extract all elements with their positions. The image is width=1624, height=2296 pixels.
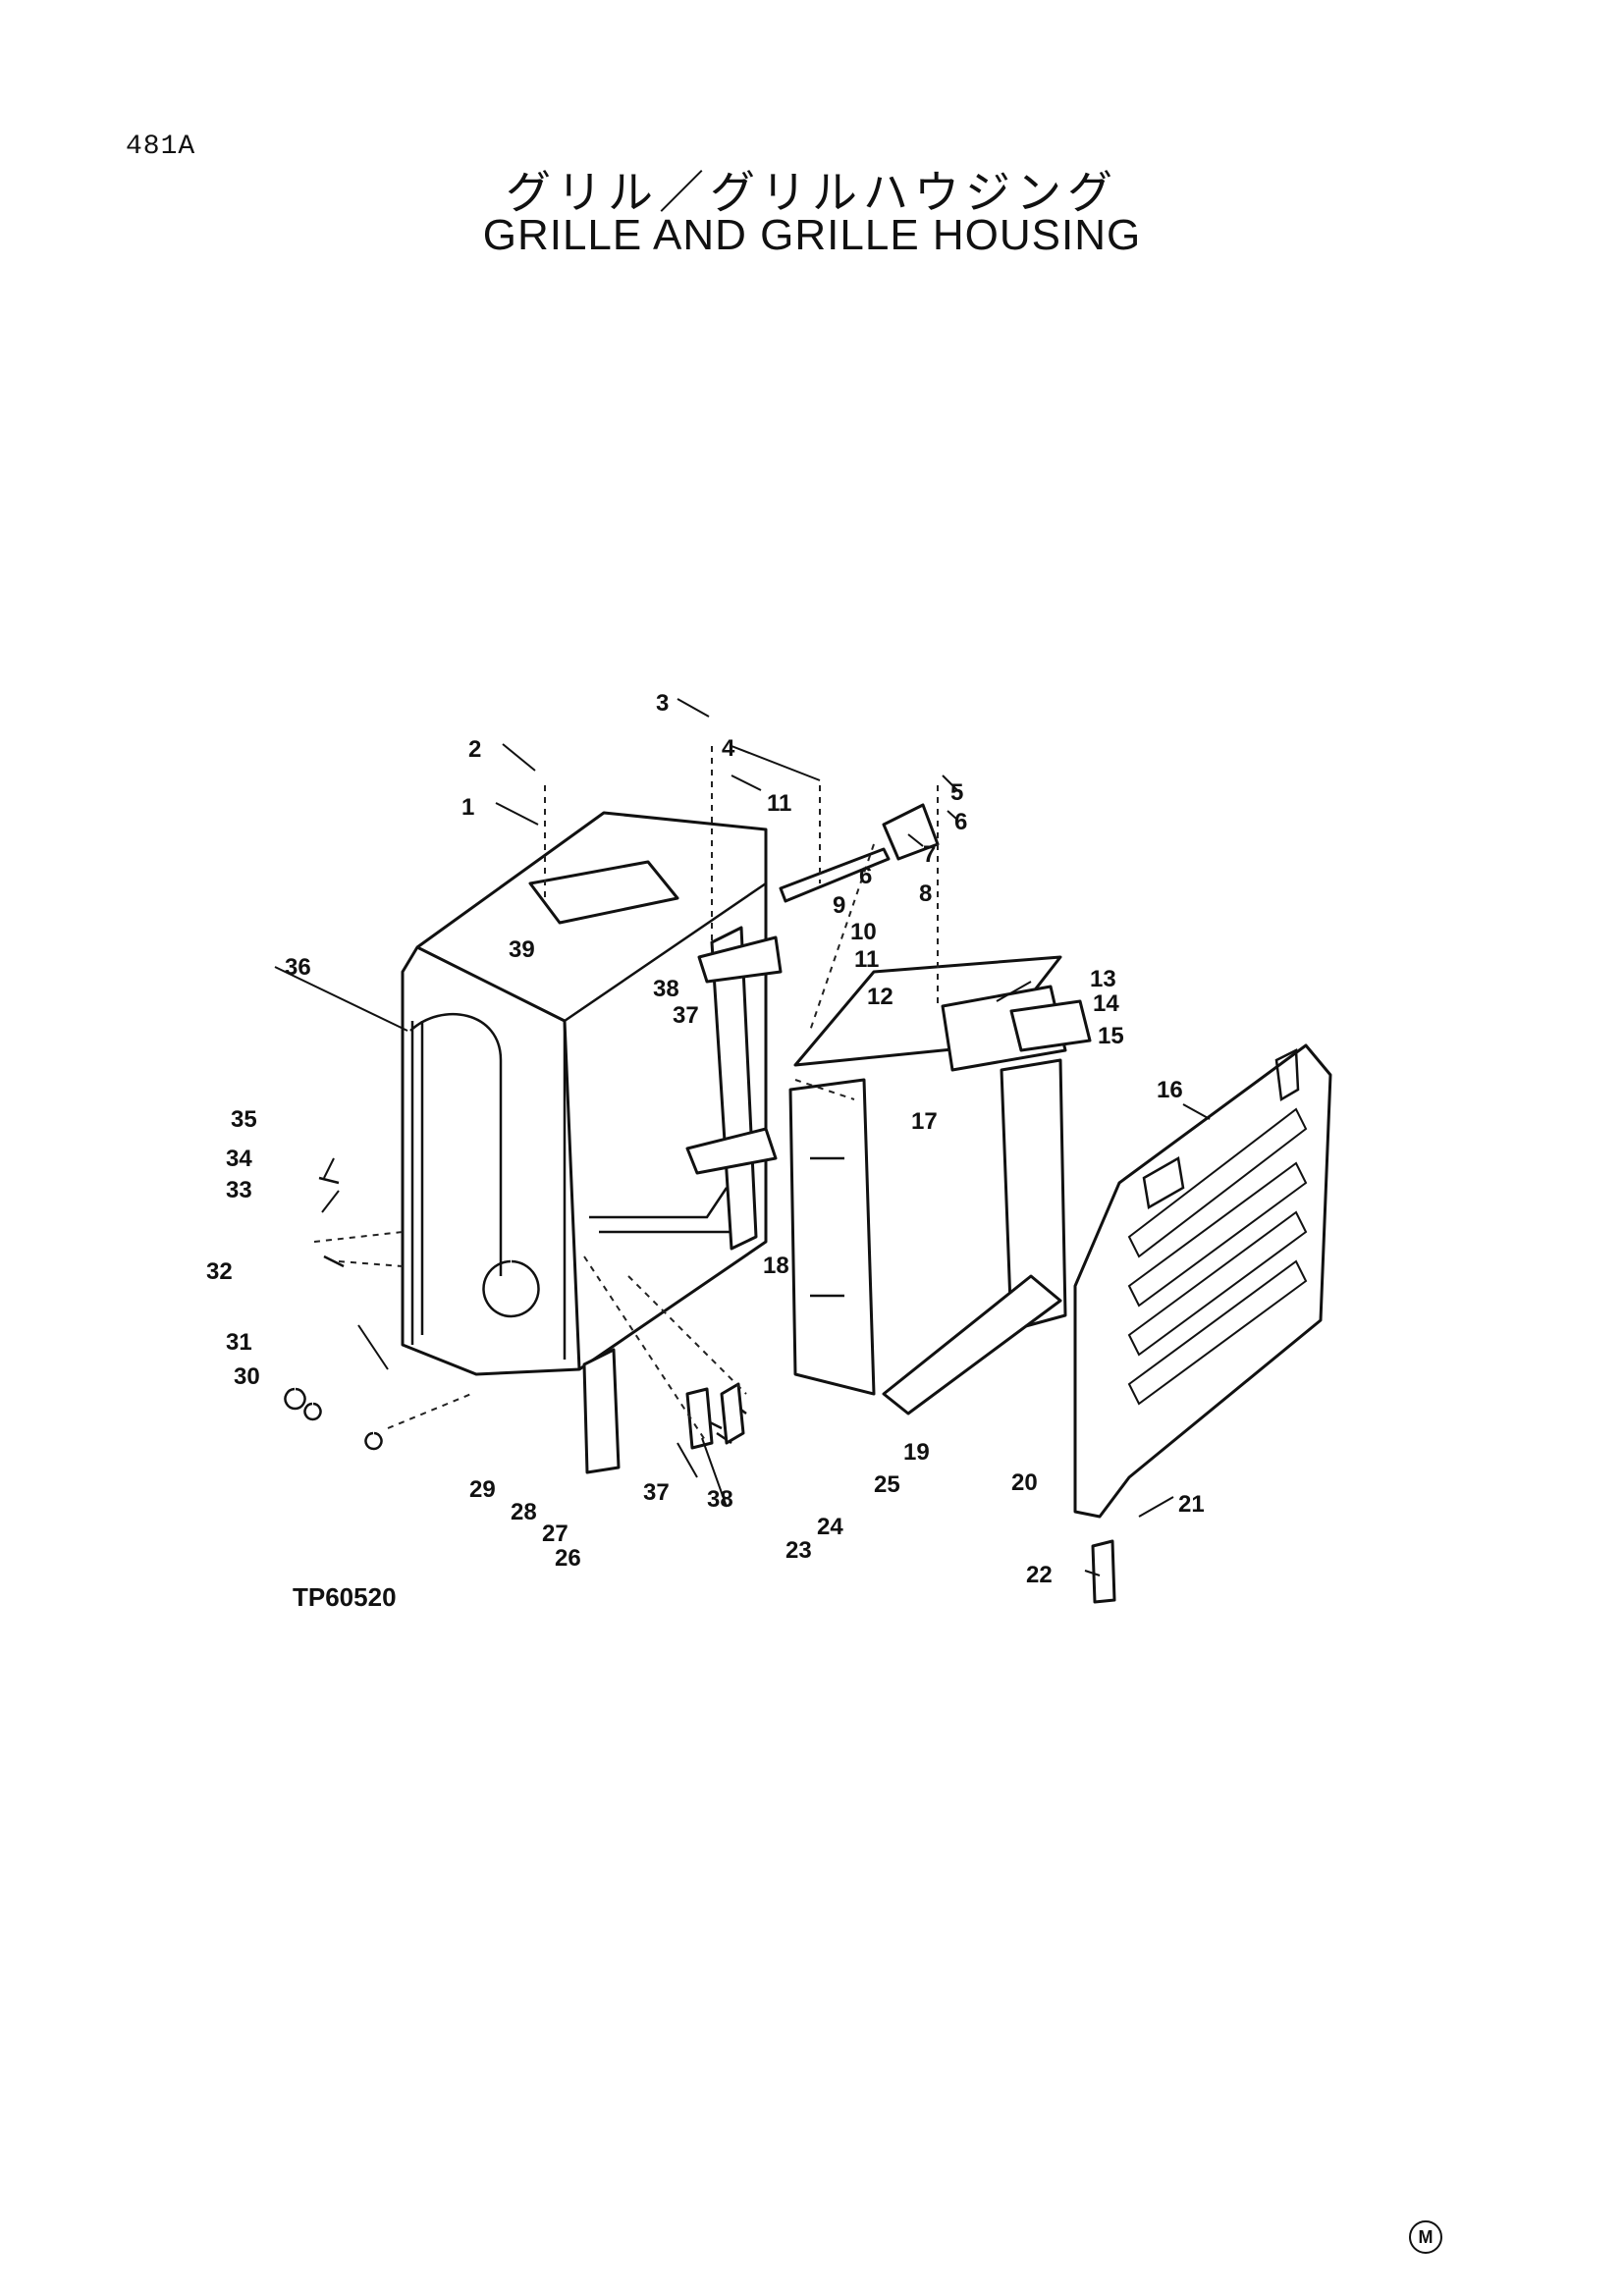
callout-8: 8 [919,881,932,907]
callout-6b: 6 [859,863,872,889]
callout-29: 29 [469,1476,496,1503]
callout-23: 23 [785,1537,812,1564]
callout-19: 19 [903,1439,930,1466]
callout-39: 39 [509,936,535,963]
callout-3: 3 [656,690,669,717]
title-japanese: グリル／グリルハウジング [506,166,1118,219]
callout-38b: 38 [707,1486,733,1513]
figure-code: TP60520 [293,1582,397,1612]
callout-22: 22 [1026,1562,1053,1588]
callout-35: 35 [231,1106,257,1133]
corner-mark: M [1409,2220,1442,2254]
callout-16: 16 [1157,1077,1183,1103]
callout-37: 37 [673,1002,699,1029]
hinge-bracket [1091,1539,1116,1604]
callout-5: 5 [950,779,963,806]
callout-28: 28 [511,1499,537,1525]
callout-25: 25 [874,1471,900,1498]
callout-27: 27 [542,1521,568,1547]
callout-37b: 37 [643,1479,670,1506]
callout-18: 18 [763,1253,789,1279]
callout-1: 1 [461,794,474,821]
grille [1073,1043,1332,1519]
callout-11: 11 [767,790,791,817]
callout-26: 26 [555,1545,581,1572]
housing-tube [409,1012,503,1345]
seal-assembly [788,955,1092,1415]
callout-30: 30 [234,1363,260,1390]
page-code: 481A [126,132,196,162]
callout-17: 17 [911,1108,938,1135]
assembly-lines [313,746,939,1444]
vertical-bracket [685,926,783,1251]
lower-hardware [284,1176,747,1474]
callout-9: 9 [833,892,845,919]
callout-36: 36 [285,954,311,981]
callout-31: 31 [226,1329,252,1356]
callout-24: 24 [817,1514,843,1540]
callout-11b: 11 [854,946,879,973]
callouts: 1 2 3 4 5 6 6 7 8 9 10 11 11 12 13 14 15… [206,690,1205,1588]
callout-32: 32 [206,1258,233,1285]
callout-10: 10 [850,919,877,945]
stay-rod [779,847,891,903]
title-english: GRILLE AND GRILLE HOUSING [482,211,1142,259]
callout-33: 33 [226,1177,252,1203]
callout-34: 34 [226,1146,252,1172]
callout-20: 20 [1011,1469,1038,1496]
callout-12: 12 [867,984,893,1010]
callout-21: 21 [1178,1491,1205,1518]
callout-2: 2 [468,736,481,763]
grille-housing [401,811,768,1376]
callout-15: 15 [1098,1023,1124,1049]
callout-7: 7 [923,841,936,868]
callout-4: 4 [722,735,735,762]
callout-13: 13 [1090,966,1116,992]
callout-14: 14 [1093,990,1119,1017]
callout-6: 6 [954,809,967,835]
callout-38: 38 [653,976,679,1002]
callout-leaders [274,698,1211,1576]
